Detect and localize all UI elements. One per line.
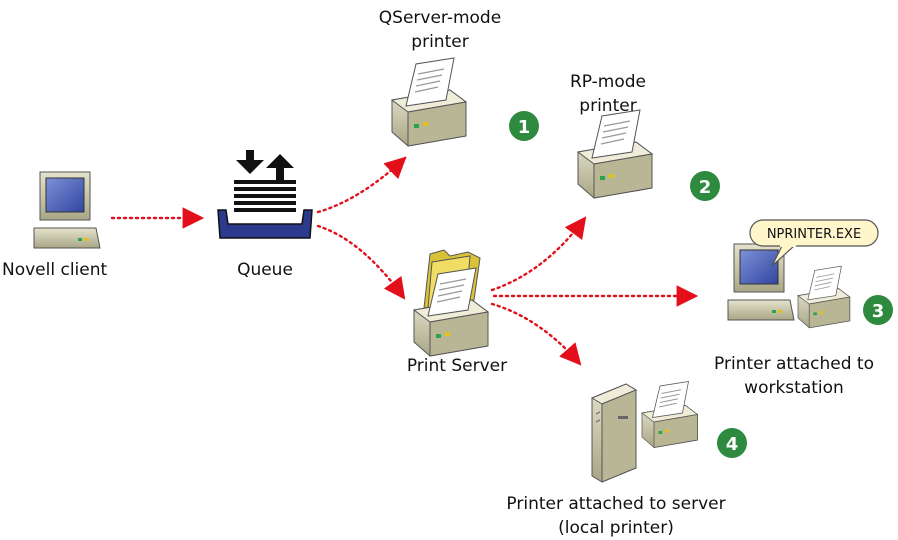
- workstation-icon: [727, 243, 851, 329]
- badge-4: 4: [717, 428, 747, 458]
- badge-1: 1: [509, 111, 539, 141]
- qserver-label: QServer-mode printer: [360, 6, 520, 54]
- rp-printer-icon: [577, 109, 653, 199]
- nprinter-tag-label: NPRINTER.EXE: [767, 227, 861, 242]
- workstation-label: Printer attached to workstation: [694, 352, 894, 400]
- server-label-line2: (local printer): [558, 518, 674, 538]
- badge-2: 2: [690, 171, 720, 201]
- qserver-label-line1: QServer-mode: [378, 8, 502, 28]
- qserver-printer-icon: [391, 57, 467, 147]
- nprinter-tag: NPRINTER.EXE: [749, 219, 879, 267]
- novell-client-computer-icon: [33, 171, 101, 249]
- arrow-queue-to-printserver: [316, 224, 406, 300]
- print-server-label: Print Server: [406, 356, 508, 376]
- novell-client-label: Novell client: [2, 260, 108, 280]
- badge-3-number: 3: [872, 301, 885, 322]
- server-label: Printer attached to server (local printe…: [466, 492, 766, 540]
- print-server-icon: [413, 249, 489, 357]
- workstation-label-line2: workstation: [744, 378, 844, 398]
- rp-label: RP-mode printer: [548, 70, 668, 118]
- server-label-line1: Printer attached to server: [506, 494, 726, 514]
- workstation-label-line1: Printer attached to: [714, 354, 874, 374]
- badge-2-number: 2: [699, 177, 712, 198]
- connection-arrows: [110, 156, 699, 366]
- arrow-printserver-to-rp: [490, 216, 587, 292]
- badge-3: 3: [863, 295, 893, 325]
- queue-label: Queue: [237, 260, 293, 280]
- queue-icon: [217, 150, 313, 239]
- qserver-label-line2: printer: [411, 32, 469, 52]
- server-tower-icon: [590, 381, 698, 483]
- arrow-printserver-to-server: [490, 302, 582, 366]
- badge-1-number: 1: [518, 117, 531, 138]
- rp-label-line1: RP-mode: [569, 72, 647, 92]
- arrow-queue-to-qserver: [316, 156, 407, 214]
- badge-4-number: 4: [726, 434, 739, 455]
- rp-label-line2: printer: [579, 96, 637, 116]
